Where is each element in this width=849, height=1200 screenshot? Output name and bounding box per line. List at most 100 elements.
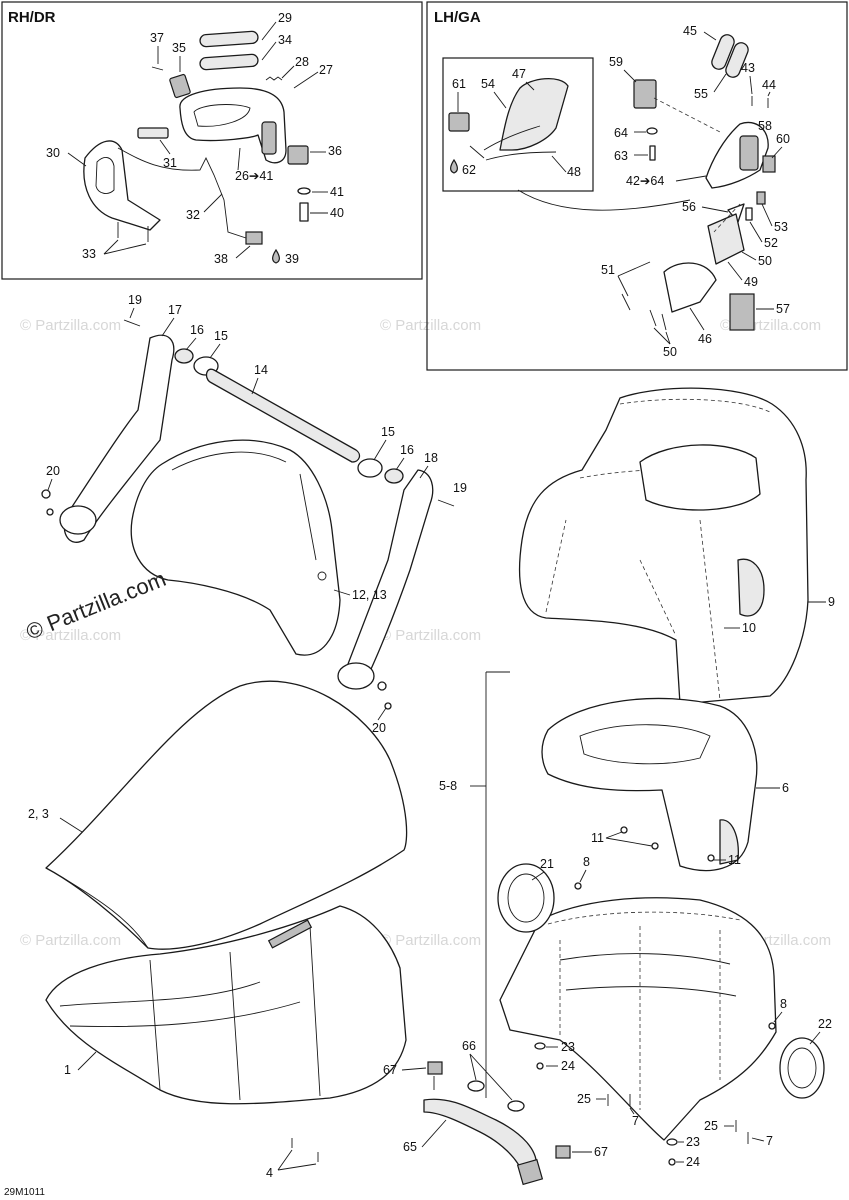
rh-section-frame [1,1,423,280]
rh-callouts: 29 34 37 35 28 27 30 31 26➔41 36 41 40 3… [46,11,344,266]
grip-45 [711,34,735,70]
screw-50 [649,309,657,327]
heater-31 [137,127,169,139]
callout-16b: 16 [400,443,414,457]
rh-side-cover [83,140,161,231]
grip-29 [199,30,259,48]
callout-10: 10 [742,621,756,635]
callout-21: 21 [540,857,554,871]
switch-60 [762,155,776,173]
screw-24 [668,1158,676,1166]
callout-39: 39 [285,252,299,266]
bracket-36 [287,145,309,165]
callout-58: 58 [758,119,772,133]
backrest-pad-hole [317,571,327,581]
callout-54: 54 [481,77,495,91]
callout-62: 62 [462,163,476,177]
seat-base-ribs [59,925,321,1101]
rh-side-cover-window [95,157,115,194]
decal-57 [729,293,755,331]
screw-50 [661,313,667,331]
callout-53: 53 [774,220,788,234]
backrest-assembly [41,319,455,710]
watermark-text: © Partzilla.com [380,932,481,949]
callout-1: 1 [64,1063,71,1077]
callout-15: 15 [214,329,228,343]
callout-60: 60 [776,132,790,146]
backrest-callouts: 19 17 16 15 14 15 16 18 19 20 12, 13 20 [46,293,467,735]
seat-assembly [45,680,408,1162]
watermark-text: © Partzilla.com [380,317,481,334]
watermark-text: © Partzilla.com [20,317,121,334]
storage-tray-recess [579,724,711,765]
screw-11 [651,842,659,850]
callout-61: 61 [452,77,466,91]
callout-37: 37 [150,31,164,45]
callout-12-13: 12, 13 [352,588,387,602]
rh-heater-element [169,73,191,99]
callout-57: 57 [776,302,790,316]
connector-61 [448,112,470,132]
washer-23 [534,1042,546,1050]
seat-cover-top-panel [639,444,761,511]
screw-51 [621,293,631,311]
projection-line [713,203,741,233]
rh-section-title: RH/DR [8,9,56,26]
callout-8b: 8 [780,997,787,1011]
lh-handle-assembly [442,34,776,331]
screw-24 [536,1062,544,1070]
callout-51: 51 [601,263,615,277]
storage-cap-22 [779,1037,825,1099]
tie-66 [467,1080,485,1092]
callout-23: 23 [561,1040,575,1054]
seat-cover-10 [518,387,809,705]
backrest-arm-18 [345,469,434,687]
drawing-number: 29M1011 [4,1187,45,1198]
lh-harness-wires [469,125,557,161]
callout-25b: 25 [704,1119,718,1133]
callout-64: 64 [614,126,628,140]
callout-20: 20 [46,464,60,478]
callout-67: 67 [383,1063,397,1077]
storage-callouts: 5-8 6 11 11 21 8 8 22 23 24 25 7 25 7 23… [439,779,832,1169]
callout-55: 55 [694,87,708,101]
harness-connector [516,1158,544,1186]
backrest-pad [130,439,341,656]
callout-41: 41 [330,185,344,199]
callout-32: 32 [186,208,200,222]
lubricant-drop-icon [272,248,280,264]
callout-44: 44 [762,78,776,92]
washer-15 [357,458,383,478]
backrest-tube-14 [205,368,361,463]
callout-48: 48 [567,165,581,179]
cover-46 [663,262,717,313]
callout-31: 31 [163,156,177,170]
callout-46: 46 [698,332,712,346]
tie-66 [507,1100,525,1112]
storage-compartment-hidden-lines [547,911,741,1110]
callout-17: 17 [168,303,182,317]
callout-59: 59 [609,55,623,69]
callout-4: 4 [266,1166,273,1180]
bolt-19 [123,319,141,327]
storage-assembly [485,671,825,1166]
washer-41 [297,187,311,195]
washer-64 [646,127,658,135]
callout-8: 8 [583,855,590,869]
bolt-40 [299,202,309,222]
callout-50: 50 [758,254,772,268]
callout-9: 9 [828,595,835,609]
callout-42-64: 42➔64 [626,174,664,188]
lubricant-drop-icon [450,158,458,174]
bushing-16 [174,348,194,364]
callout-24b: 24 [686,1155,700,1169]
watermark-text: © Partzilla.com [20,932,121,949]
callout-20b: 20 [372,721,386,735]
callout-19b: 19 [453,481,467,495]
callout-40: 40 [330,206,344,220]
seat-cover-assembly [518,387,809,705]
callout-56: 56 [682,200,696,214]
callout-7b: 7 [766,1134,773,1148]
screw-11 [620,826,628,834]
